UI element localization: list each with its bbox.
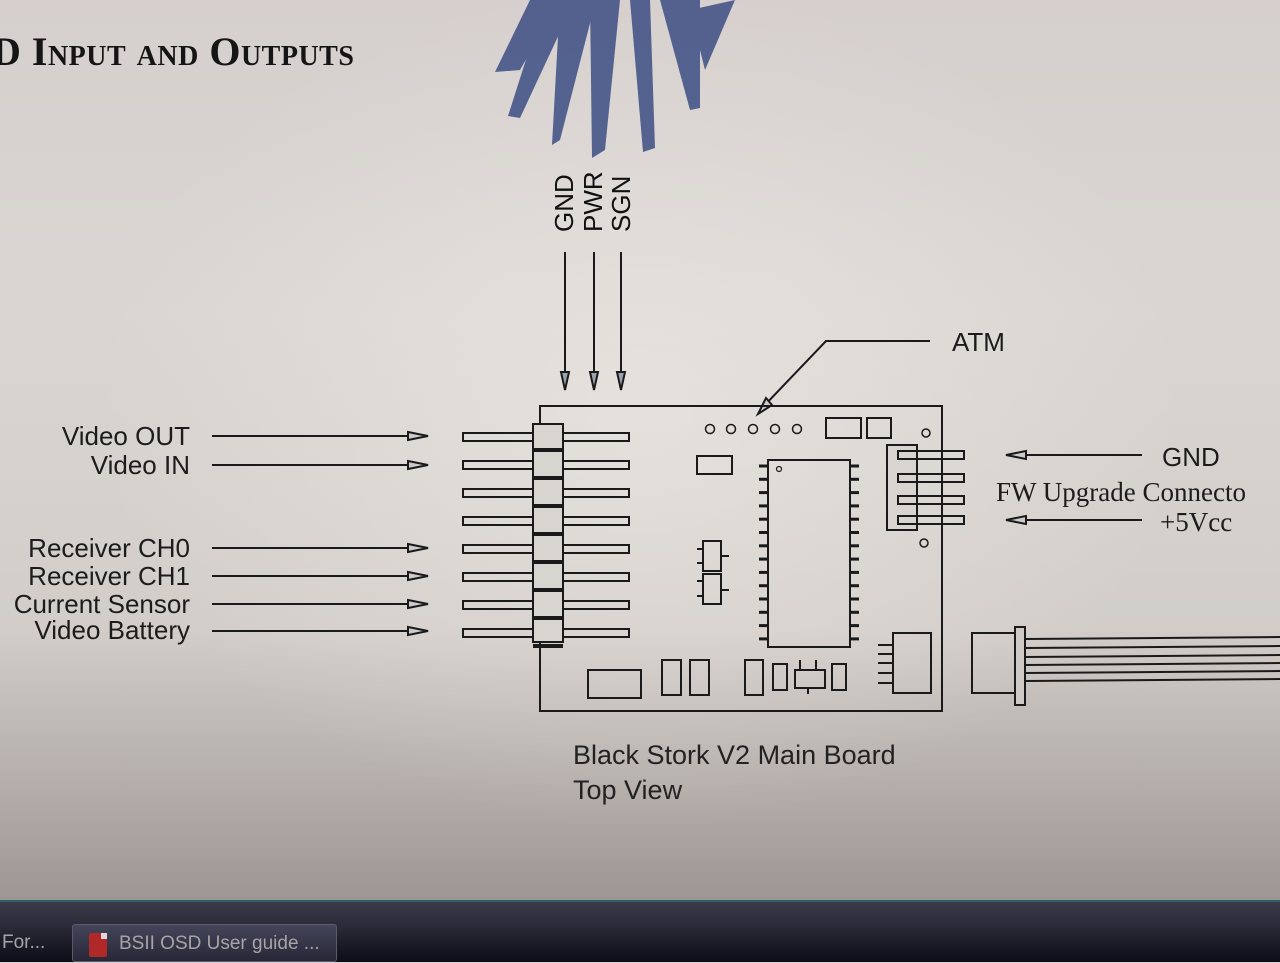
ribbon-cable: [971, 626, 1280, 706]
header-pin: [562, 460, 630, 470]
arrow-head: [1005, 449, 1027, 461]
header-pin: [462, 600, 534, 610]
left-label-video-out: Video OUT: [61, 421, 190, 451]
component: [825, 417, 862, 439]
header-pin: [462, 488, 534, 498]
board-diagram: [212, 252, 1280, 712]
header-pin: [562, 432, 630, 442]
left-arrows: [212, 430, 429, 637]
left-pin-header: [462, 423, 630, 648]
header-pin: [562, 544, 630, 554]
atm-pads: [704, 423, 803, 435]
top-arrows: [559, 252, 627, 391]
header-pin: [562, 600, 630, 610]
right-label-vcc: +5Vcc: [1160, 507, 1233, 537]
left-label-receiver-ch1: Receiver CH1: [28, 561, 190, 591]
arrow-head: [559, 371, 571, 391]
arrow-head: [407, 430, 429, 442]
stork-wing-graphic: [495, 0, 735, 158]
arrow-head: [407, 625, 429, 637]
board-caption: Black Stork V2 Main Board Top View: [573, 738, 896, 808]
ribbon-socket: [878, 632, 932, 694]
header-pin: [462, 516, 534, 526]
caption-title: Black Stork V2 Main Board: [573, 740, 896, 770]
taskbar-item-label: For...: [2, 932, 46, 953]
header-pin: [562, 516, 630, 526]
right-label-fw-upgrade: FW Upgrade Connecto: [996, 477, 1246, 507]
header-pin: [462, 432, 534, 442]
header-pin: [562, 572, 630, 582]
caption-subtitle: Top View: [573, 775, 683, 805]
taskbar-item-pdf[interactable]: BSII OSD User guide ...: [72, 924, 337, 962]
bottom-components: [587, 659, 847, 699]
taskbar-item-label: BSII OSD User guide ...: [119, 933, 320, 954]
arrow-head: [407, 542, 429, 554]
component: [866, 417, 892, 439]
right-arrows: [1005, 449, 1142, 526]
arrow-head: [407, 598, 429, 610]
mount-hole: [921, 428, 931, 438]
component: [696, 455, 733, 475]
arrow-head: [588, 371, 600, 391]
taskbar-item-folder[interactable]: For...: [0, 924, 45, 962]
right-label-gnd: GND: [1162, 442, 1220, 472]
left-label-receiver-ch0: Receiver CH0: [28, 533, 190, 563]
header-pin: [562, 488, 630, 498]
left-label-video-battery: Video Battery: [34, 615, 190, 645]
taskbar: For... BSII OSD User guide ...: [0, 900, 1280, 962]
main-chip: [759, 459, 859, 648]
arrow-head: [1005, 514, 1027, 526]
transistors: [697, 540, 729, 605]
header-pin: [562, 628, 630, 638]
arrow-head: [407, 459, 429, 471]
fw-upgrade-connector: [886, 444, 965, 531]
header-pin: [462, 628, 534, 638]
pdf-icon: [89, 933, 107, 957]
left-label-video-in: Video IN: [90, 450, 190, 480]
header-pin: [462, 572, 534, 582]
arrow-head: [615, 371, 627, 391]
board-outline: [539, 405, 943, 712]
atm-leader: [755, 340, 930, 417]
header-pin: [462, 460, 534, 470]
document-page: D Input and Outputs GND PWR SGN: [0, 0, 1280, 900]
arrow-head: [407, 570, 429, 582]
atm-label: ATM: [952, 327, 1005, 357]
left-label-current-sensor: Current Sensor: [13, 589, 190, 619]
mount-hole: [919, 538, 929, 548]
header-pin: [462, 544, 534, 554]
section-heading: D Input and Outputs: [0, 29, 355, 74]
